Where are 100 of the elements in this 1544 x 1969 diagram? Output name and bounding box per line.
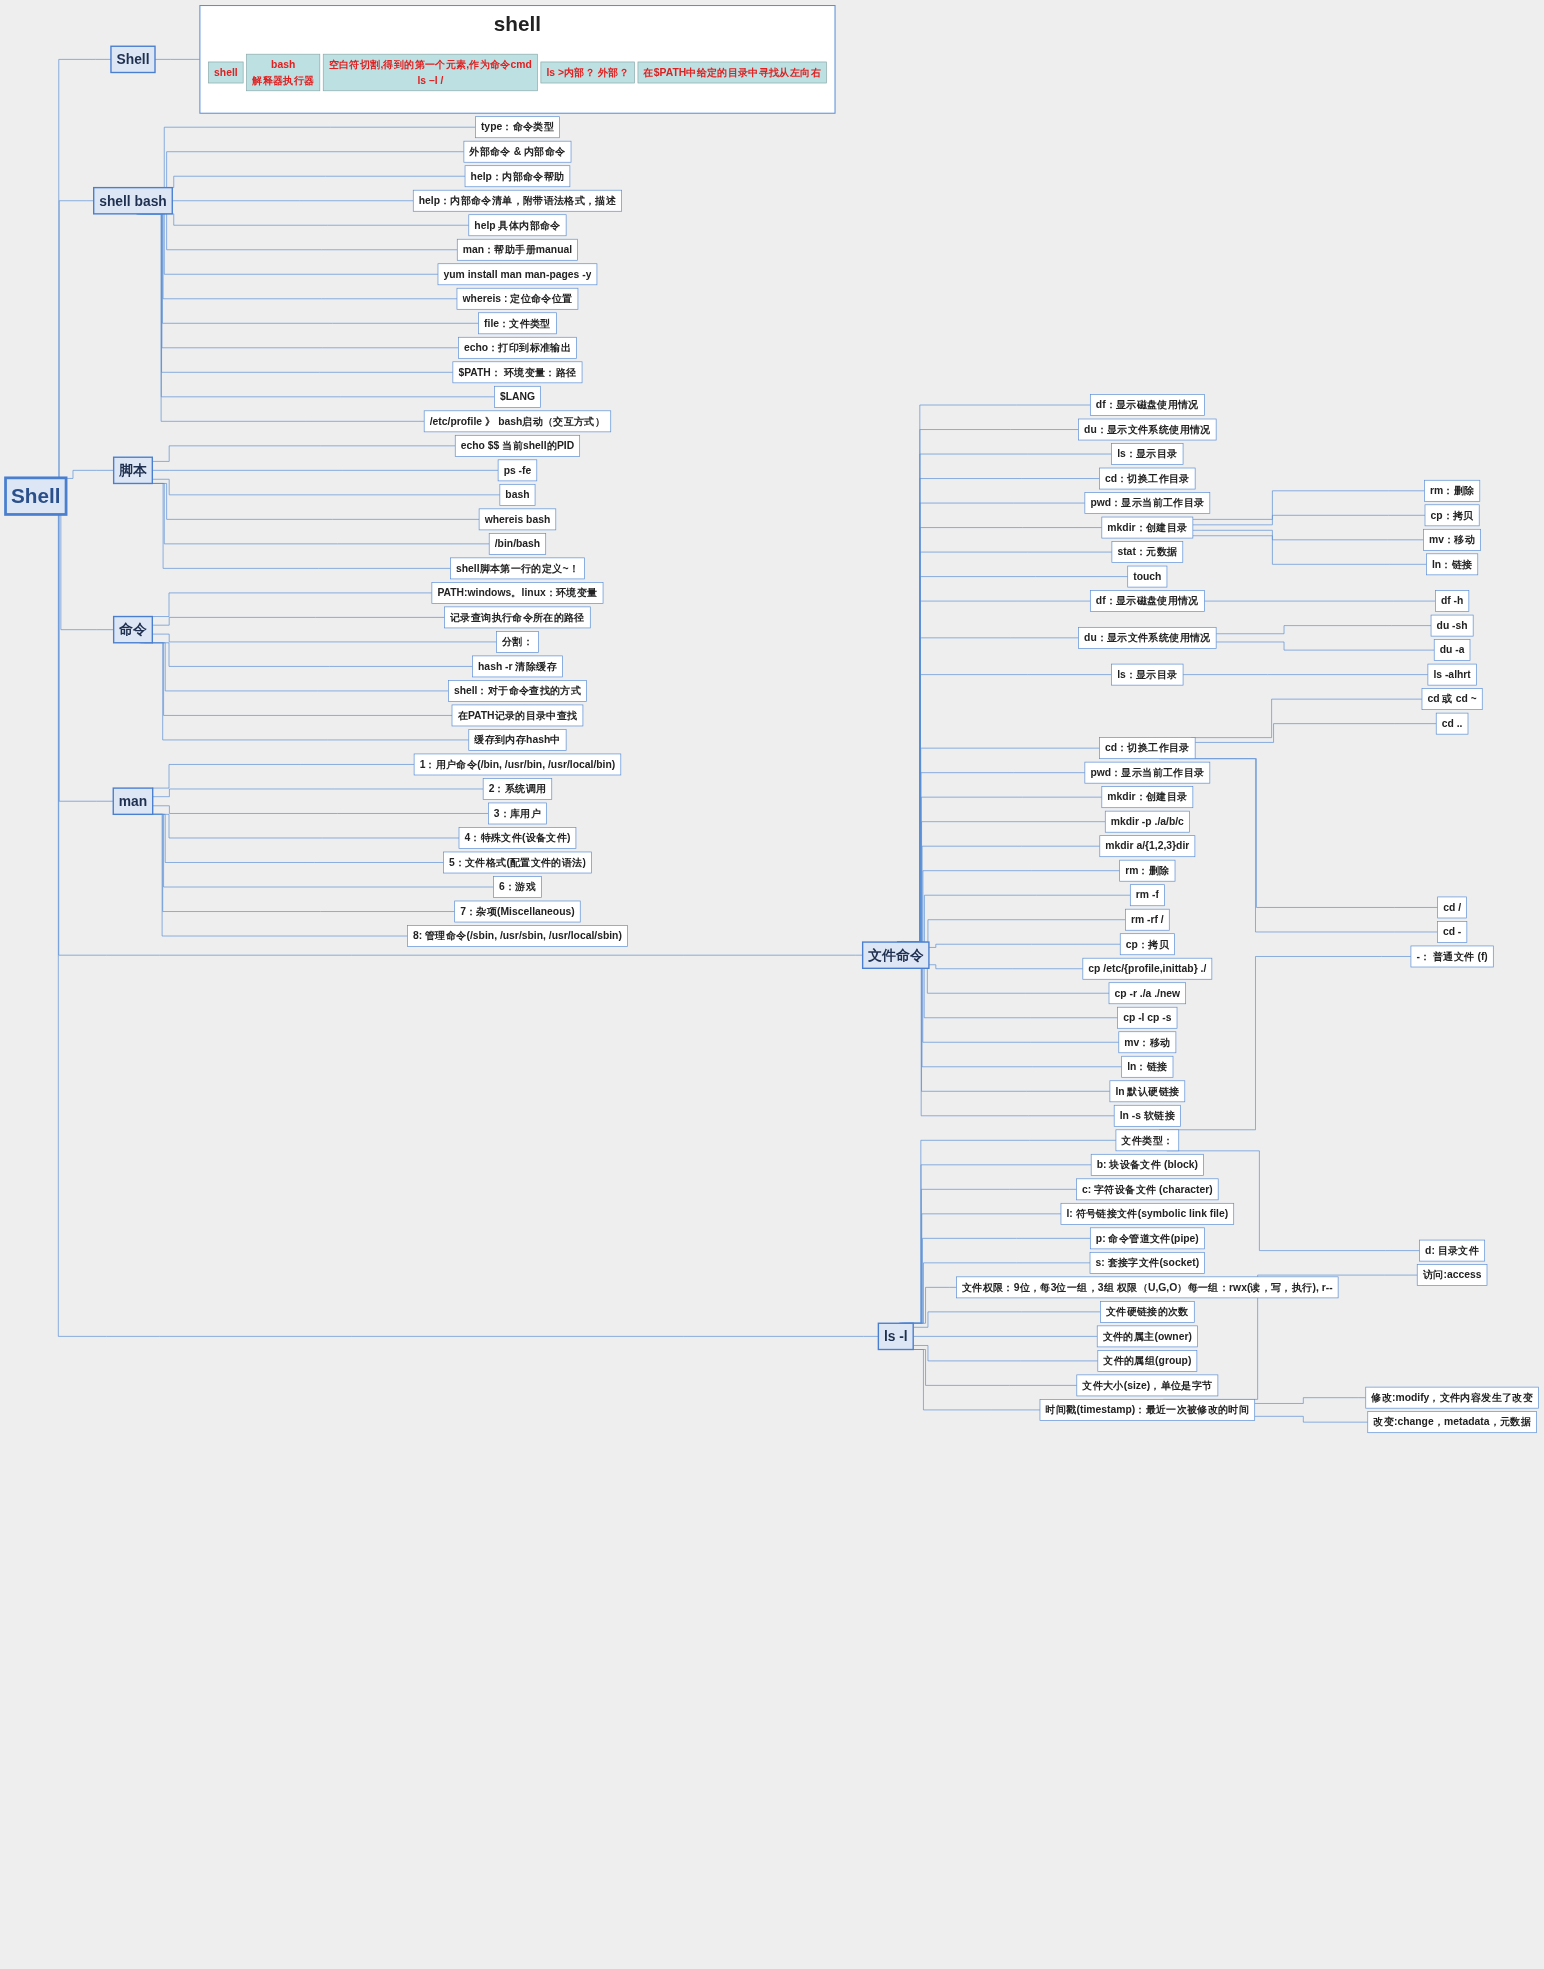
connector [1182, 674, 1429, 675]
node-box: c: 字符设备文件 (character) [1076, 1178, 1219, 1201]
connector [928, 964, 1084, 970]
node-box: echo $$ 当前shell的PID [454, 434, 580, 457]
node-box: ls -l [877, 1322, 914, 1351]
node-box: man：帮助手册manual [456, 238, 578, 261]
node-box: 1：用户命令(/bin, /usr/bin, /usr/local/bin) [413, 753, 622, 776]
connector [65, 470, 114, 479]
connector [1254, 1416, 1369, 1423]
node-box: 记录查询执行命令所在的路径 [444, 606, 591, 629]
node-box: du：显示文件系统使用情况 [1078, 418, 1217, 441]
node-box: rm：删除 [1424, 479, 1481, 502]
node-box: 文件命令 [861, 941, 930, 969]
node-box: cp /etc/{profile,inittab} ./ [1082, 957, 1213, 980]
node-box: du：显示文件系统使用情况 [1078, 627, 1217, 649]
node-box: 时间戳(timestamp)：最近一次被修改的时间 [1039, 1399, 1256, 1421]
node-box: 在PATH记录的目录中查找 [451, 704, 584, 727]
node-box: touch [1127, 565, 1168, 588]
node-box: /bin/bash [488, 533, 547, 555]
node-box: help 具体内部命令 [468, 214, 567, 237]
node-box: cp -r ./a ./new [1108, 982, 1186, 1005]
node-box: yum install man man-pages -y [437, 263, 598, 286]
node-box: ln 默认硬链接 [1109, 1080, 1186, 1103]
node-box: cd 或 cd ~ [1421, 688, 1483, 710]
node-box: df：显示磁盘使用情况 [1089, 590, 1205, 612]
node-box: 文件大小(size)，单位是字节 [1076, 1374, 1219, 1397]
node-box: 命令 [112, 615, 153, 644]
node-box: 文件类型： [1115, 1129, 1180, 1152]
node-box: 文件的属组(group) [1097, 1350, 1198, 1372]
node-box: b: 块设备文件 (block) [1090, 1153, 1204, 1176]
node-box: rm：删除 [1119, 859, 1176, 882]
node-box: 文件硬链接的次数 [1100, 1301, 1195, 1323]
node-box: cd .. [1435, 712, 1469, 735]
node-box: PATH:windows。linux：环境变量 [431, 582, 604, 604]
node-box: ps -fe [497, 459, 538, 482]
node-box: l: 符号链接文件(symbolic link file) [1060, 1202, 1235, 1225]
node-box: s: 套接字文件(socket) [1089, 1251, 1205, 1274]
node-box: cd - [1437, 921, 1468, 943]
node-box: Shell [110, 45, 156, 74]
node-box: ls -alhrt [1427, 663, 1477, 686]
node-box: ln -s 软链接 [1113, 1104, 1181, 1127]
node-box: mkdir：创建目录 [1101, 516, 1194, 539]
node-box: echo：打印到标准输出 [458, 336, 577, 359]
connector [152, 788, 484, 797]
node-box: cd：切换工作目录 [1099, 737, 1196, 760]
node-box: shell [208, 61, 244, 84]
node-box: 3：库用户 [488, 802, 547, 825]
node-box: cp：拷贝 [1119, 933, 1175, 956]
node-box: 2：系统调用 [482, 778, 553, 800]
node-box: man [112, 787, 154, 816]
node-box: shell：对于命令查找的方式 [448, 680, 587, 702]
node-box: 改变:change，metadata，元数据 [1367, 1411, 1537, 1434]
node-box: cd / [1437, 896, 1467, 919]
connector [1215, 625, 1432, 635]
node-box: 空白符切割,得到的第一个元素,作为命令cmd ls –l / [322, 53, 538, 92]
node-box: 访问:access [1416, 1264, 1488, 1286]
node-box: 分割： [496, 631, 539, 653]
node-box: 缓存到内存hash中 [468, 729, 567, 751]
connector [1215, 641, 1435, 651]
connector [151, 764, 415, 789]
node-box: 在$PATH中给定的目录中寻找从左向右 [637, 61, 827, 84]
node-box: mkdir：创建目录 [1101, 786, 1194, 809]
node-box: shell脚本第一行的定义~！ [450, 557, 585, 580]
node-box: 8: 管理命令(/sbin, /usr/sbin, /usr/local/sbin) [407, 925, 628, 947]
node-box: cp -l cp -s [1117, 1006, 1178, 1029]
connector [1254, 1397, 1367, 1404]
node-box: rm -rf / [1125, 908, 1170, 931]
node-box: ls >内部？ 外部？ [540, 61, 635, 84]
node-box: cd：切换工作目录 [1099, 467, 1196, 490]
node-box: shell bash [93, 186, 173, 215]
node-box: bash [499, 484, 536, 506]
connector [928, 943, 1121, 948]
connector [152, 805, 489, 814]
node-box: ln：链接 [1426, 553, 1479, 576]
node-box: ln：链接 [1121, 1055, 1174, 1078]
node-box: whereis : 定位命令位置 [456, 287, 579, 310]
node-box: stat：元数据 [1111, 541, 1184, 563]
node-box: rm -f [1129, 884, 1165, 907]
node-box: 文件的属主(owner) [1096, 1325, 1198, 1348]
connector [1194, 723, 1437, 743]
node-box: 脚本 [112, 456, 153, 485]
node-box: df：显示磁盘使用情况 [1089, 394, 1205, 416]
node-box: 文件权限：9位，每3位一组，3组 权限（U,G,O）每一组：rwx(读，写，执行), r-- [956, 1276, 1339, 1299]
node-box: -： 普通文件 (f) [1410, 945, 1494, 968]
node-box: help：内部命令帮助 [464, 165, 571, 188]
node-box: bash 解释器执行器 [246, 53, 321, 92]
node-box: $PATH： 环境变量：路径 [452, 361, 583, 384]
node-box: type：命令类型 [475, 116, 560, 139]
node-box: cp：拷贝 [1424, 504, 1480, 527]
node-box: 4：特殊文件(设备文件) [458, 827, 577, 849]
node-box: help：内部命令清单，附带语法格式，描述 [412, 189, 622, 212]
node-box: hash -r 清除缓存 [472, 655, 563, 678]
node-box: 修改:modify，文件内容发生了改变 [1365, 1386, 1539, 1409]
connector [1192, 529, 1424, 541]
node-box: mkdir -p ./a/b/c [1104, 810, 1190, 833]
node-box: mkdir a/{1,2,3}dir [1099, 835, 1196, 858]
node-box: Shell [4, 476, 68, 516]
node-box: p: 命令管道文件(pipe) [1089, 1227, 1205, 1250]
node-box: df -h [1435, 590, 1470, 612]
node-box: ls：显示目录 [1111, 443, 1184, 465]
